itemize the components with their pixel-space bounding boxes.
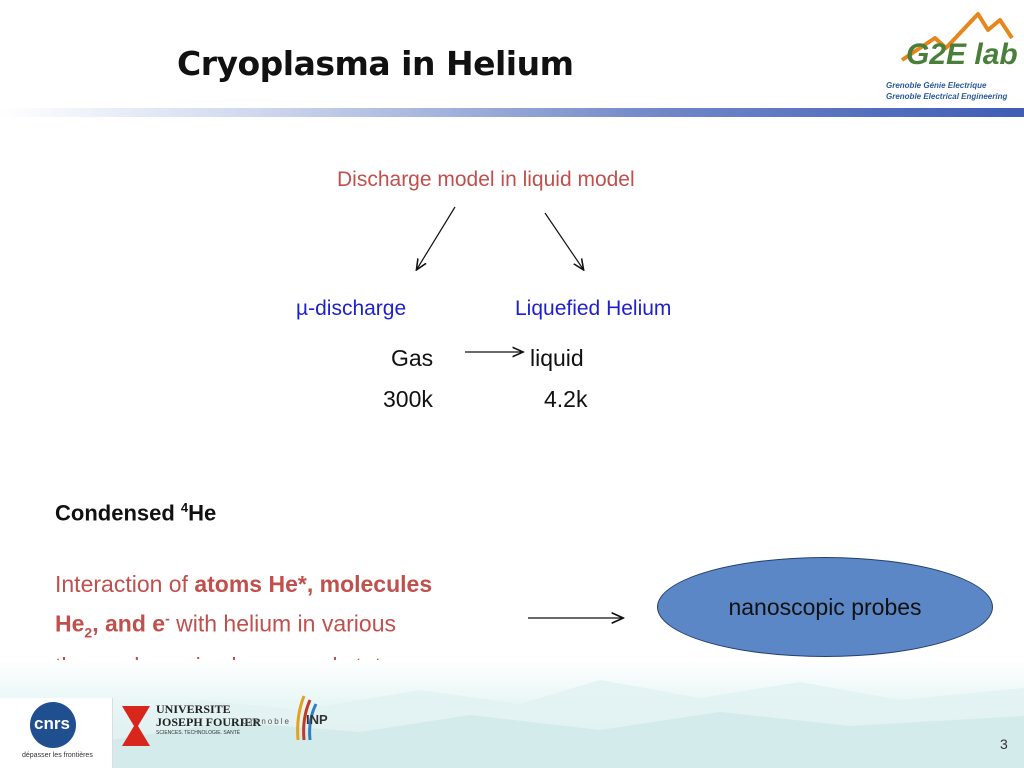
title-divider-bar [0,108,1024,117]
liquefied-helium-label: Liquefied Helium [515,297,672,320]
g2e-subtitle-en: Grenoble Electrical Engineering [886,92,1007,101]
ujf-emblem-icon [122,706,150,746]
g2e-mark: G2E lab [906,38,1018,71]
mountain-silhouette [110,680,1024,768]
temp-liquid-label: 4.2k [544,386,588,412]
nanoscopic-probes-label: nanoscopic probes [728,593,922,620]
discharge-model-label: Discharge model in liquid model [337,168,635,191]
g2e-lab-logo: G2E lab Grenoble Génie Electrique Grenob… [886,12,1018,101]
gas-label: Gas [391,345,434,371]
nanoscopic-probes-ellipse: nanoscopic probes [657,557,993,657]
condensed-he-heading: Condensed 4He [55,500,217,526]
ujf-logo: UNIVERSITE JOSEPH FOURIER SCIENCES. TECH… [118,700,261,750]
temp-gas-label: 300k [383,386,433,412]
arrow-to-helium [544,212,583,269]
cnrs-logo: cnrs dépasser les frontières [0,698,113,768]
slide-title: Cryoplasma in Helium [177,44,574,83]
cnrs-circle-icon [30,702,76,748]
cnrs-tagline: dépasser les frontières [22,752,93,759]
inp-arcs-icon [296,695,318,741]
g2e-subtitle-fr: Grenoble Génie Electrique [886,81,987,90]
arrow-to-discharge [417,206,456,269]
micro-discharge-label: µ-discharge [296,297,407,320]
liquid-label: liquid [530,345,584,371]
page-number: 3 [1000,736,1008,752]
grenoble-inp-logo: Grenoble INP [242,690,342,750]
